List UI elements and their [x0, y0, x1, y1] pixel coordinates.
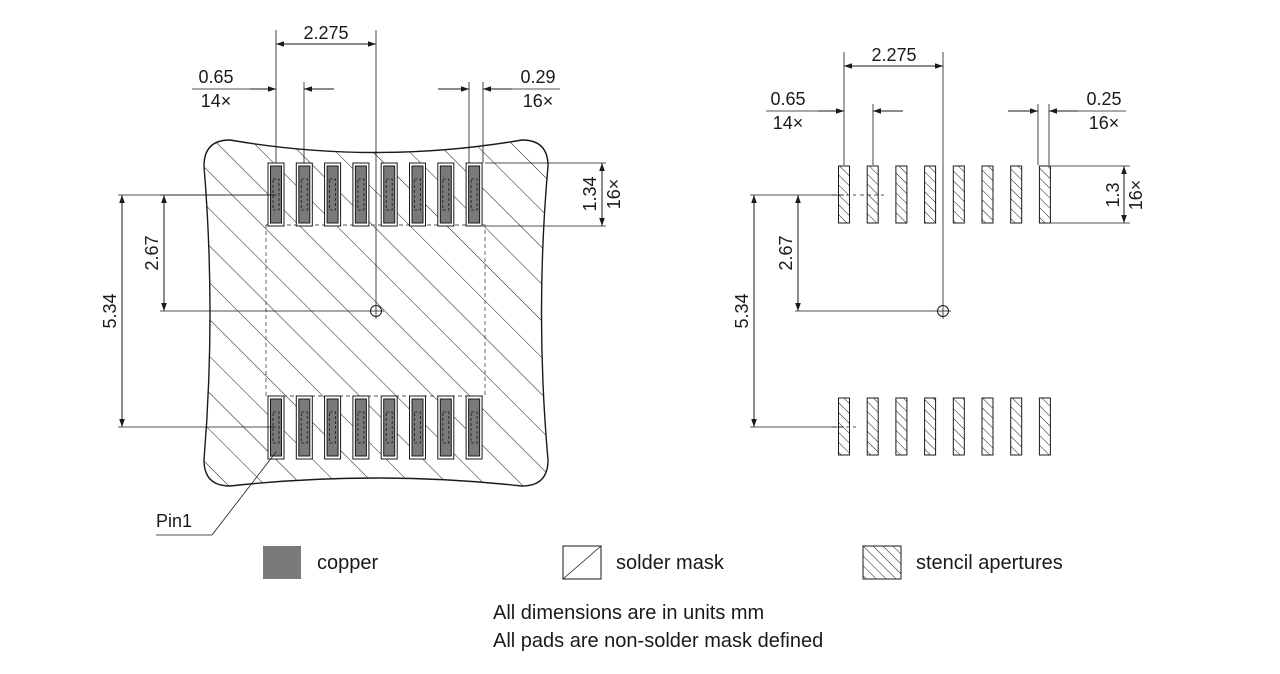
- aperture-length-label: 1.3: [1103, 182, 1123, 207]
- copper-pad: [352, 395, 370, 460]
- legend-stencil-label: stencil apertures: [916, 552, 1063, 574]
- pitch-count: 14×: [773, 113, 804, 133]
- pad-outline-box: [265, 224, 486, 397]
- stencil-view: 2.275 0.65 14× 0.25 16× 1.3 16× 2.67 5.3…: [732, 45, 1146, 456]
- copper-pad: [352, 162, 370, 227]
- legend-solder-mask-label: solder mask: [616, 552, 725, 574]
- copper-pad: [324, 395, 342, 460]
- copper-pads-top-row: [267, 162, 483, 227]
- copper-pad: [380, 395, 398, 460]
- legend: copper solder mask stencil apertures: [263, 545, 1063, 580]
- land-pattern-view: 2.275 0.65 14× 0.29 16× 1.34 16× 2.67 5.…: [100, 23, 624, 536]
- stencil-aperture: [924, 165, 937, 224]
- copper-pad: [324, 162, 342, 227]
- row-pitch-label: 5.34: [732, 293, 752, 328]
- solder-mask-swatch: [562, 545, 602, 580]
- copper-pad: [267, 162, 285, 227]
- stencil-aperture: [838, 165, 850, 224]
- center-mark-icon: [935, 303, 951, 319]
- stencil-aperture: [1038, 397, 1051, 456]
- stencil-aperture: [838, 397, 850, 456]
- copper-pad: [409, 395, 426, 460]
- aperture-length-count: 16×: [1126, 180, 1146, 211]
- stencil-aperture: [924, 397, 937, 456]
- stencil-aperture: [895, 397, 908, 456]
- pad-width-count: 16×: [523, 91, 554, 111]
- stencil-aperture: [866, 397, 879, 456]
- stencil-aperture: [952, 397, 965, 456]
- pad-length-count: 16×: [604, 179, 624, 210]
- stencil-swatch: [862, 545, 902, 580]
- stencil-aperture: [1038, 165, 1051, 224]
- copper-pad: [465, 395, 483, 460]
- pin1-label: Pin1: [156, 511, 192, 531]
- pad-length-label: 1.34: [580, 176, 600, 211]
- copper-pad: [295, 395, 313, 460]
- pitch-label: 0.65: [770, 89, 805, 109]
- stencil-apertures-bottom-row: [838, 397, 1051, 456]
- stencil-aperture: [981, 397, 994, 456]
- span-label: 2.275: [303, 23, 348, 43]
- copper-pad: [409, 162, 426, 227]
- pitch-count: 14×: [201, 91, 232, 111]
- copper-pad: [380, 162, 398, 227]
- span-label: 2.275: [871, 45, 916, 65]
- row-pitch-label: 5.34: [100, 293, 120, 328]
- stencil-aperture: [866, 165, 879, 224]
- aperture-width-label: 0.25: [1086, 89, 1121, 109]
- copper-pad: [465, 162, 483, 227]
- copper-pad: [295, 162, 313, 227]
- stencil-aperture: [952, 165, 965, 224]
- stencil-apertures-top-row: [838, 165, 1051, 224]
- copper-swatch: [263, 546, 301, 579]
- copper-pad: [437, 395, 455, 460]
- center-mark-icon: [368, 303, 384, 319]
- aperture-width-count: 16×: [1089, 113, 1120, 133]
- copper-pad: [437, 162, 455, 227]
- stencil-aperture: [1010, 397, 1023, 456]
- note-nsmd: All pads are non-solder mask defined: [493, 630, 823, 652]
- stencil-aperture: [1010, 165, 1023, 224]
- copper-pad: [267, 395, 285, 460]
- legend-copper-label: copper: [317, 552, 378, 574]
- pad-width-label: 0.29: [520, 67, 555, 87]
- half-row-label: 2.67: [776, 235, 796, 270]
- stencil-aperture: [981, 165, 994, 224]
- copper-pads-bottom-row: [267, 395, 483, 460]
- stencil-aperture: [895, 165, 908, 224]
- half-row-label: 2.67: [142, 235, 162, 270]
- note-units: All dimensions are in units mm: [493, 602, 764, 624]
- pitch-label: 0.65: [198, 67, 233, 87]
